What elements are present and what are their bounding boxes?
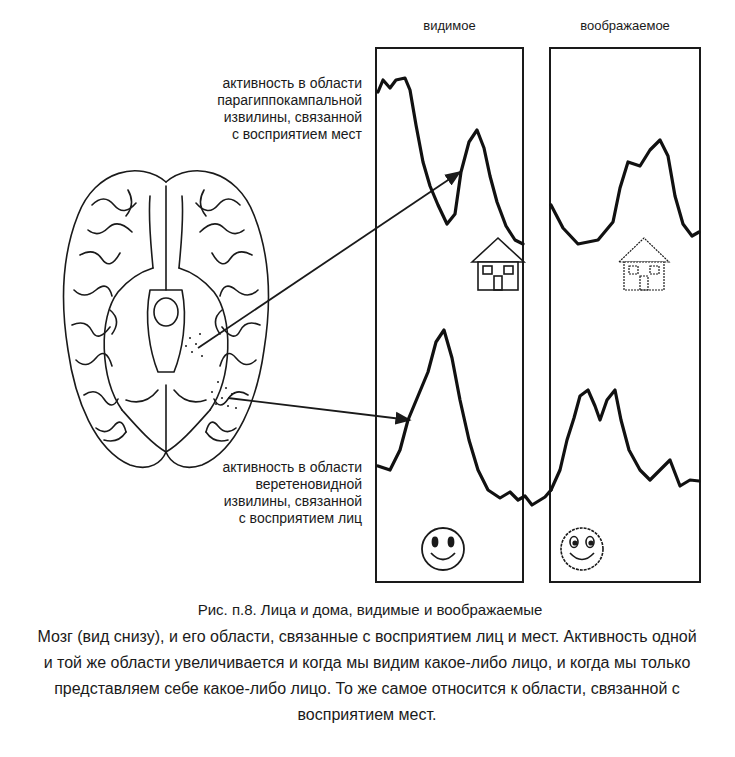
face-outline: [422, 528, 464, 570]
left-hemisphere: [63, 171, 166, 468]
region-dot: [195, 343, 197, 345]
face-eye: [586, 537, 594, 548]
pons: [154, 298, 178, 326]
face-eye: [433, 538, 438, 547]
panel-heading: воображаемое: [531, 18, 719, 34]
house-icon: [619, 238, 669, 290]
gyrus: [72, 199, 136, 432]
face-outline: [561, 528, 603, 570]
face-smile: [431, 553, 455, 560]
region-dot: [201, 355, 203, 357]
cerebellum: [126, 390, 206, 402]
activity-trace: [551, 140, 699, 244]
panel-heading: видимое: [357, 18, 542, 34]
panel-frame: воображаемое: [549, 47, 701, 583]
leader-arrow: [228, 398, 410, 420]
region-dot: [217, 381, 219, 383]
house-window: [629, 266, 638, 274]
face-icon: [561, 528, 603, 570]
house-icon: [472, 238, 524, 290]
temporal-lobe: [104, 268, 228, 410]
region-dot: [215, 403, 217, 405]
region-dot: [227, 405, 229, 407]
figure-caption: Мозг (вид снизу), и его области, связанн…: [37, 624, 697, 728]
activity-trace: [378, 78, 523, 244]
gyrus: [196, 199, 260, 432]
house-wall: [478, 262, 518, 290]
dotted-region: [185, 333, 237, 409]
region-dot: [199, 333, 201, 335]
activity-traces: [378, 78, 699, 505]
brain-drawing: [63, 171, 268, 468]
region-dot: [191, 351, 193, 353]
house-roof: [619, 238, 669, 262]
house-door: [494, 276, 502, 290]
face-smile: [570, 553, 594, 560]
house-window: [483, 266, 492, 274]
house-window: [650, 266, 659, 274]
leader-arrow: [198, 172, 460, 348]
face-icon: [422, 528, 464, 570]
house-roof: [472, 238, 524, 262]
face-eye: [570, 537, 578, 548]
region-label: активность в области парагиппокампальной…: [216, 75, 362, 143]
olfactory-tract: [149, 196, 182, 268]
right-hemisphere: [166, 171, 269, 468]
house-door: [640, 276, 648, 290]
midline: [165, 186, 167, 452]
region-dot: [185, 345, 187, 347]
brainstem: [148, 290, 185, 372]
face-pupil: [589, 541, 593, 545]
sulcus: [104, 190, 228, 441]
cerebellum: [122, 410, 210, 452]
face-pupil: [573, 541, 577, 545]
region-dot: [221, 397, 223, 399]
activity-trace: [551, 390, 699, 490]
region-label: активность в области веретеновидной изви…: [216, 459, 362, 527]
region-dot: [225, 387, 227, 389]
region-dot: [235, 407, 237, 409]
house-wall: [624, 262, 664, 290]
region-dot: [211, 391, 213, 393]
face-eye: [449, 538, 454, 547]
figure-title: Рис. п.8. Лица и дома, видимые и воображ…: [0, 600, 735, 620]
region-dot: [231, 393, 233, 395]
activity-trace: [378, 330, 551, 505]
house-window: [504, 266, 513, 274]
region-dot: [189, 337, 191, 339]
panel-frame: видимое: [375, 47, 524, 583]
